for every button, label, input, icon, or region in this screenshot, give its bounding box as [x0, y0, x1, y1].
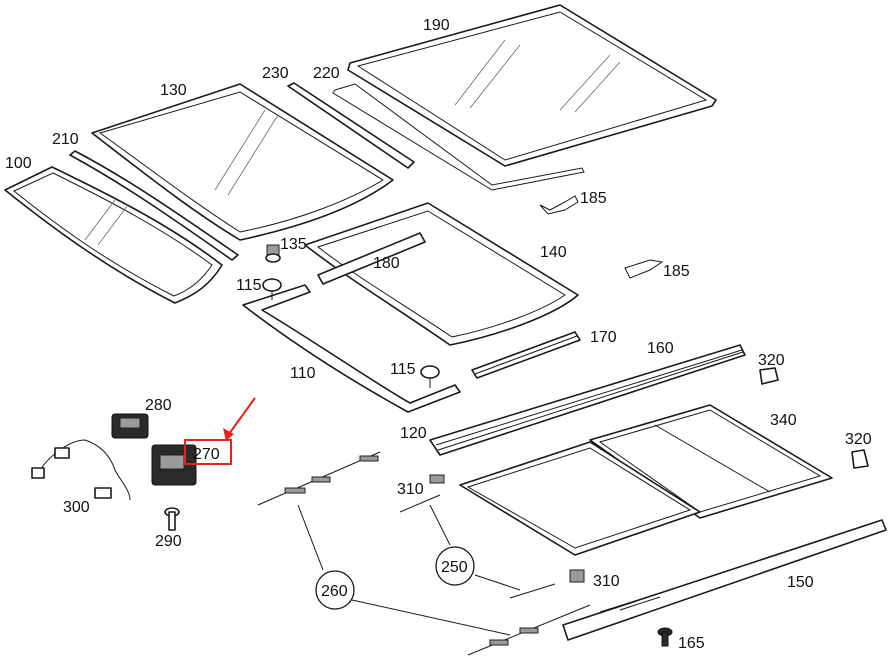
label-115-upper: 115	[236, 277, 262, 294]
label-340: 340	[770, 412, 797, 429]
label-160: 160	[647, 340, 674, 357]
label-100: 100	[5, 155, 32, 172]
part-340-blind-lower[interactable]	[459, 441, 701, 556]
label-120: 120	[400, 425, 427, 442]
label-115-lower: 115	[390, 361, 416, 378]
part-180-cross-bar[interactable]	[317, 232, 426, 285]
label-310-lower: 310	[593, 573, 620, 590]
part-100-wind-deflector-glass[interactable]	[4, 166, 223, 304]
label-190: 190	[423, 17, 450, 34]
label-290: 290	[155, 533, 182, 550]
group-260-callout	[315, 570, 355, 610]
label-180: 180	[373, 255, 400, 272]
part-185-bracket-upper[interactable]	[539, 195, 579, 215]
part-210-seal[interactable]	[69, 150, 239, 261]
part-220-seal[interactable]	[332, 83, 585, 191]
part-160-guide-rail[interactable]	[429, 344, 746, 456]
label-170: 170	[590, 329, 617, 346]
label-250: 250	[441, 559, 468, 576]
part-170-slide[interactable]	[471, 331, 581, 379]
part-140-frame[interactable]	[304, 202, 579, 346]
part-115-clip-upper[interactable]	[262, 278, 282, 300]
label-270: 270	[193, 446, 220, 463]
part-310-lower[interactable]	[569, 569, 585, 583]
part-290-screw[interactable]	[164, 507, 180, 531]
label-135: 135	[280, 236, 307, 253]
label-130: 130	[160, 82, 187, 99]
label-300: 300	[63, 499, 90, 516]
part-280-motor[interactable]	[111, 413, 149, 439]
label-310-upper: 310	[397, 481, 424, 498]
part-260-cable-lower[interactable]	[467, 604, 591, 656]
part-130-front-glass[interactable]	[91, 83, 394, 241]
label-320-lower: 320	[845, 431, 872, 448]
part-320-clip-upper[interactable]	[759, 367, 779, 385]
part-230-strip[interactable]	[287, 82, 415, 169]
part-165-screw[interactable]	[657, 627, 673, 647]
part-320-clip-lower[interactable]	[851, 449, 869, 469]
label-320-upper: 320	[758, 352, 785, 369]
part-300-harness[interactable]	[31, 439, 131, 501]
label-230: 230	[262, 65, 289, 82]
label-165: 165	[678, 635, 705, 652]
leader-lines	[297, 504, 521, 636]
part-260-cable-upper[interactable]	[257, 451, 381, 506]
label-110: 110	[290, 365, 316, 382]
highlight-270	[184, 397, 256, 465]
label-280: 280	[145, 397, 172, 414]
label-185-lower: 185	[663, 263, 690, 280]
label-220: 220	[313, 65, 340, 82]
part-185-bracket-lower[interactable]	[624, 259, 664, 279]
part-250-cable[interactable]	[509, 583, 556, 599]
part-150-lower-rail[interactable]	[562, 519, 887, 641]
label-150: 150	[787, 574, 814, 591]
label-210: 210	[52, 131, 79, 148]
part-115-clip-lower[interactable]	[420, 365, 440, 388]
part-190-rear-glass[interactable]	[347, 4, 717, 167]
part-110-drain-frame[interactable]	[242, 284, 461, 413]
label-140: 140	[540, 244, 567, 261]
label-260: 260	[321, 583, 348, 600]
part-310-upper[interactable]	[399, 474, 445, 513]
group-250-callout	[435, 546, 475, 586]
part-135-clip[interactable]	[265, 244, 281, 263]
label-185-upper: 185	[580, 190, 607, 207]
